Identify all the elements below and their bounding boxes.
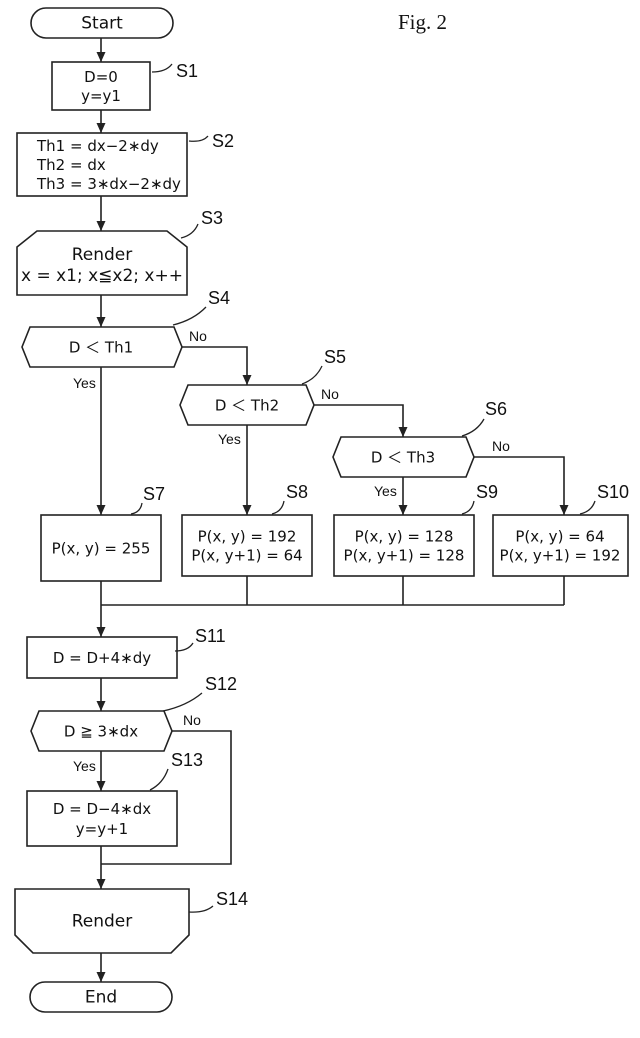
- s4-yes-label: Yes: [73, 375, 96, 391]
- s5-leader-line: [302, 366, 322, 384]
- s1-text-line-2: y=y1: [81, 87, 121, 105]
- s4-step-label: S4: [208, 288, 230, 308]
- s13-text-line-1: D = D−4∗dx: [53, 800, 151, 818]
- edge-s6-no-to-s10-arrowhead: [560, 505, 569, 515]
- s8-leader-line: [272, 501, 284, 514]
- s6-leader-line: [462, 419, 484, 436]
- s6-no-label: No: [492, 438, 510, 454]
- s12-step-label: S12: [205, 674, 237, 694]
- s9-text-line-1: P(x, y) = 128: [355, 528, 454, 546]
- s11-text-line-1: D = D+4∗dy: [53, 649, 151, 667]
- s1-leader-line: [152, 64, 172, 72]
- s6-text-line-1: D ＜ Th3: [371, 449, 435, 467]
- s7-text-line-1: P(x, y) = 255: [52, 540, 151, 558]
- edge-s6-yes-to-s9-arrowhead: [399, 505, 408, 515]
- s12-no-label: No: [183, 712, 201, 728]
- s8-box: [182, 515, 312, 576]
- s5-no-label: No: [321, 386, 339, 402]
- edge-s11-to-s12-arrowhead: [97, 701, 106, 711]
- edge-s3-to-s4-arrowhead: [97, 317, 106, 327]
- s5-yes-label: Yes: [218, 431, 241, 447]
- end-text-line-1: End: [85, 988, 117, 1008]
- s6-yes-label: Yes: [374, 483, 397, 499]
- s3-step-label: S3: [201, 208, 223, 228]
- s3-text-line-2: x = x1; x≦x2; x++: [21, 266, 183, 286]
- s2-text-line-3: Th3 = 3∗dx−2∗dy: [36, 175, 181, 193]
- s12-text-line-1: D ≧ 3∗dx: [64, 723, 138, 741]
- s8-text-line-2: P(x, y+1) = 64: [191, 547, 302, 565]
- s5-text-line-1: D ＜ Th2: [215, 397, 279, 415]
- edge-s2-to-s3-arrowhead: [97, 221, 106, 231]
- s9-leader-line: [462, 501, 474, 514]
- s14-leader-line: [189, 906, 213, 912]
- edge-s5-yes-to-s8-arrowhead: [243, 505, 252, 515]
- edge-s1-to-s2-arrowhead: [97, 123, 106, 133]
- s2-leader-line: [189, 136, 208, 141]
- s13-leader-line: [150, 769, 168, 790]
- s8-step-label: S8: [286, 482, 308, 502]
- s3-text-line-1: Render: [72, 245, 133, 265]
- s1-step-label: S1: [176, 61, 198, 81]
- s4-leader-line: [173, 307, 206, 325]
- s10-step-label: S10: [597, 482, 629, 502]
- figure-label: Fig. 2: [398, 10, 447, 34]
- s2-text-line-1: Th1 = dx−2∗dy: [36, 137, 159, 155]
- s14-step-label: S14: [216, 889, 248, 909]
- s4-text-line-1: D ＜ Th1: [69, 339, 133, 357]
- edge-s5-no-to-s6: [314, 405, 403, 437]
- edge-s13-to-s14-arrowhead: [97, 879, 106, 889]
- edge-s4-no-to-s5: [182, 347, 247, 385]
- s8-text-line-1: P(x, y) = 192: [198, 528, 297, 546]
- s9-text-line-2: P(x, y+1) = 128: [344, 547, 465, 565]
- s7-leader-line: [131, 503, 142, 514]
- edge-s4-yes-to-s7-arrowhead: [97, 505, 106, 515]
- edge-s5-no-to-s6-arrowhead: [399, 427, 408, 437]
- s6-step-label: S6: [485, 399, 507, 419]
- edge-merge-to-s11-arrowhead: [97, 627, 106, 637]
- s10-leader-line: [580, 501, 595, 514]
- edge-s12-yes-to-s13-arrowhead: [97, 781, 106, 791]
- s1-text-line-1: D=0: [84, 68, 118, 86]
- s10-text-line-1: P(x, y) = 64: [515, 528, 604, 546]
- s4-no-label: No: [189, 328, 207, 344]
- edge-s4-no-to-s5-arrowhead: [243, 375, 252, 385]
- s5-step-label: S5: [324, 347, 346, 367]
- s2-text-line-2: Th2 = dx: [36, 156, 106, 174]
- edge-s14-to-end-arrowhead: [97, 972, 106, 982]
- s7-step-label: S7: [143, 484, 165, 504]
- s9-box: [334, 515, 474, 576]
- s2-step-label: S2: [212, 131, 234, 151]
- s11-step-label: S11: [195, 626, 226, 646]
- s9-step-label: S9: [476, 482, 498, 502]
- s12-yes-label: Yes: [73, 758, 96, 774]
- s10-box: [493, 515, 628, 576]
- s3-leader-line: [181, 224, 198, 238]
- s12-leader-line: [163, 693, 202, 711]
- s14-text-line-1: Render: [72, 912, 133, 932]
- start-text-line-1: Start: [81, 14, 123, 34]
- s13-text-line-2: y=y+1: [76, 820, 128, 838]
- edge-start-to-s1-arrowhead: [97, 52, 106, 62]
- s10-text-line-2: P(x, y+1) = 192: [500, 547, 621, 565]
- s13-step-label: S13: [171, 750, 203, 770]
